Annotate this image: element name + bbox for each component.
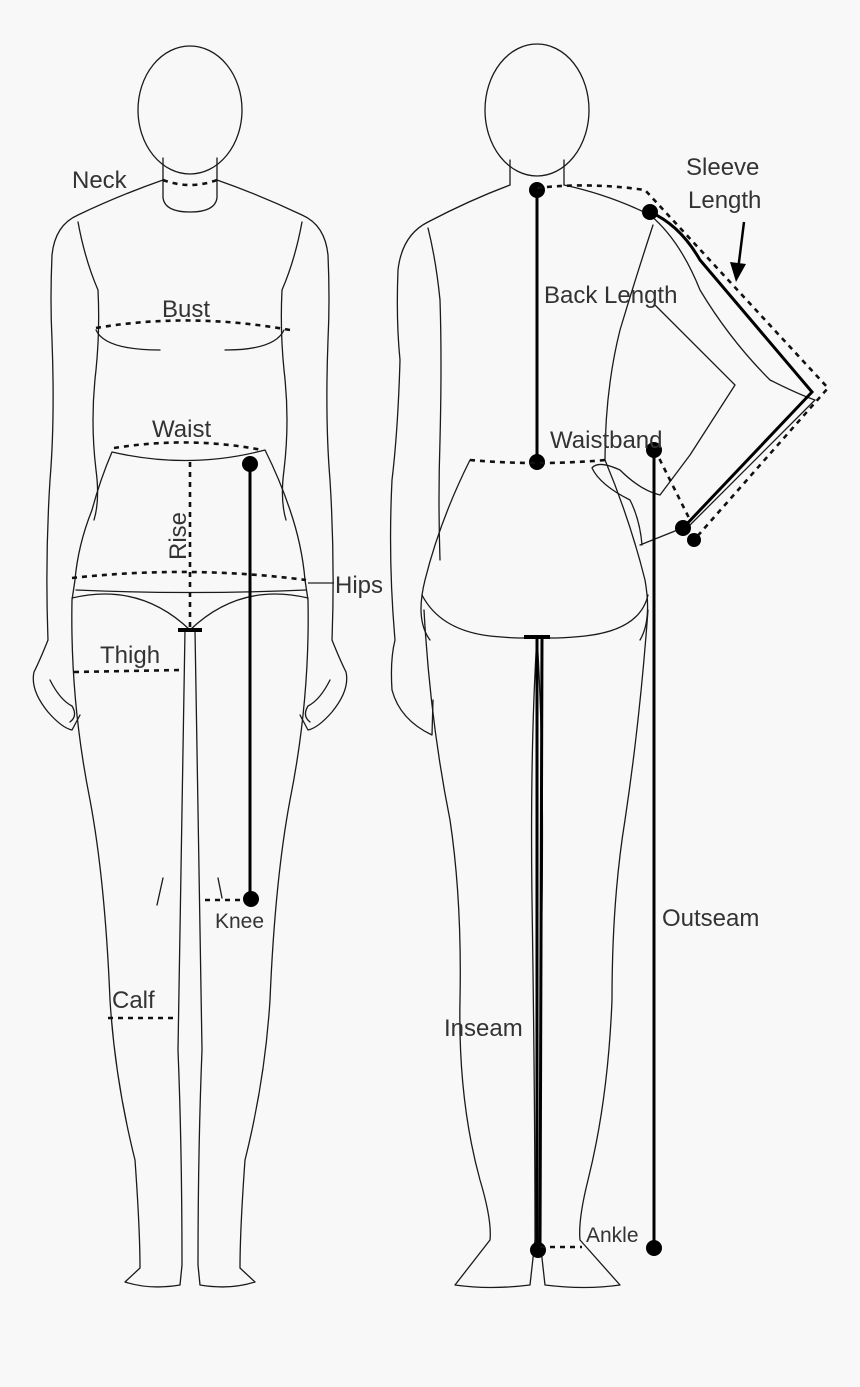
sleeve-top-dot xyxy=(642,204,658,220)
waist-measure-line xyxy=(113,441,263,452)
bust-measure-line xyxy=(95,319,291,332)
waistband-measure-line xyxy=(469,458,607,465)
back-length-bottom-dot xyxy=(529,454,545,470)
calf-label: Calf xyxy=(112,987,155,1014)
front-body-outline xyxy=(32,179,348,731)
shoulder-measure-line xyxy=(536,184,830,541)
front-hands xyxy=(49,679,331,723)
front-figure xyxy=(32,45,348,1288)
back-head xyxy=(484,43,590,177)
front-head xyxy=(137,45,243,175)
front-length-top-dot xyxy=(242,456,258,472)
front-waist-hip xyxy=(71,449,309,601)
front-length-knee-dot xyxy=(243,891,259,907)
front-knee-marks xyxy=(156,877,223,906)
shoulder-end-dot xyxy=(687,533,701,547)
sleeve-length-label-line1: Sleeve xyxy=(686,154,759,181)
back-waist-hip xyxy=(420,459,649,641)
waistband-label: Waistband xyxy=(550,427,663,454)
outseam-label: Outseam xyxy=(662,905,759,932)
back-buttocks xyxy=(421,594,649,639)
knee-label: Knee xyxy=(215,910,264,933)
thigh-measure-line xyxy=(73,668,181,674)
sleeve-bottom-dot xyxy=(675,520,691,536)
rise-label: Rise xyxy=(165,512,192,560)
inseam-bottom-dot xyxy=(530,1242,546,1258)
sleeve-length-line xyxy=(649,210,815,530)
front-legs xyxy=(71,599,309,1288)
neck-label: Neck xyxy=(72,167,128,194)
neck-measure-line xyxy=(162,178,218,187)
thigh-label: Thigh xyxy=(100,642,160,669)
sleeve-arrow-head-icon xyxy=(730,262,746,282)
inseam-line-2 xyxy=(538,637,544,1251)
back-right-side xyxy=(563,184,816,546)
sleeve-length-label-line2: Length xyxy=(688,187,761,214)
waistband-side-dash xyxy=(653,449,692,521)
front-neck xyxy=(162,157,218,213)
back-length-label: Back Length xyxy=(544,282,677,309)
back-figure xyxy=(389,43,816,1289)
bust-label: Bust xyxy=(162,296,210,323)
ankle-label: Ankle xyxy=(586,1224,639,1247)
waist-label: Waist xyxy=(152,416,211,443)
outseam-bottom-dot xyxy=(646,1240,662,1256)
hips-label: Hips xyxy=(335,572,383,599)
outseam-top-dot xyxy=(646,442,662,458)
sleeve-arrow-shaft xyxy=(736,221,746,271)
inseam-label: Inseam xyxy=(444,1015,523,1042)
back-length-top-dot xyxy=(529,182,545,198)
front-bust-curve xyxy=(95,329,285,351)
front-inner-arms xyxy=(77,221,303,521)
back-left-side xyxy=(389,184,511,736)
back-neck xyxy=(509,159,565,186)
